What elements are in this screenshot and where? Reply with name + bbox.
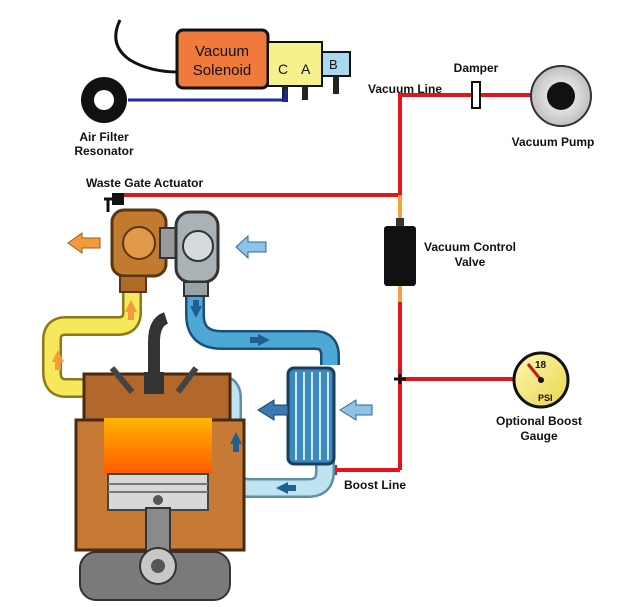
- air-filter-label: Air Filter: [79, 130, 129, 144]
- intercooler-air-arrow: [339, 399, 373, 421]
- waste-gate-actuator-icon: [104, 193, 124, 212]
- air-filter-hose: [128, 90, 288, 102]
- intake-in-arrow: [235, 234, 267, 260]
- vacuum-line-network: [114, 93, 532, 475]
- intake-flow-arrow: [276, 482, 296, 494]
- exhaust-up-arrow: [52, 350, 64, 370]
- turbocharger-icon: [110, 208, 220, 297]
- boost-line-label: Boost Line: [344, 478, 406, 492]
- vacuum-control-valve-icon: [384, 218, 416, 286]
- vacuum-pump-label: Vacuum Pump: [512, 135, 595, 149]
- solenoid-label: Solenoid: [193, 62, 251, 79]
- boost-gauge-label: Optional Boost: [496, 414, 582, 428]
- exhaust-up-arrow: [125, 300, 137, 320]
- damper-label: Damper: [454, 61, 499, 75]
- solenoid-label: Vacuum: [195, 43, 249, 60]
- intake-flow-arrow: [190, 300, 202, 318]
- intercooler-icon: [286, 366, 336, 466]
- vacuum-control-valve-label: Vacuum Control: [424, 240, 516, 254]
- intercooler-exit-arrow: [257, 399, 289, 421]
- port-a-label: A: [301, 61, 311, 77]
- waste-gate-label: Waste Gate Actuator: [86, 176, 203, 190]
- vacuum-solenoid-icon: Vacuum Solenoid C A B: [114, 19, 351, 102]
- exhaust-out-arrow: [67, 232, 101, 254]
- intake-flow-arrow: [230, 432, 242, 452]
- engine-icon: [74, 312, 246, 601]
- gauge-unit: PSI: [538, 393, 553, 403]
- vacuum-pump-icon: [530, 65, 592, 127]
- air-filter-icon: [81, 77, 127, 123]
- boost-gauge-icon: 18 PSI: [512, 351, 570, 409]
- port-b-label: B: [329, 57, 338, 72]
- vacuum-control-valve-label: Valve: [455, 255, 486, 269]
- intake-flow-arrow: [250, 334, 270, 346]
- port-c-label: C: [278, 61, 288, 77]
- damper-icon: [471, 81, 481, 109]
- vacuum-line-label: Vacuum Line: [368, 82, 442, 96]
- flow-arrows: [52, 232, 373, 494]
- exhaust-pipe: [42, 292, 142, 398]
- air-filter-label: Resonator: [74, 144, 134, 158]
- gauge-value: 18: [535, 360, 547, 371]
- boost-gauge-label: Gauge: [520, 429, 558, 443]
